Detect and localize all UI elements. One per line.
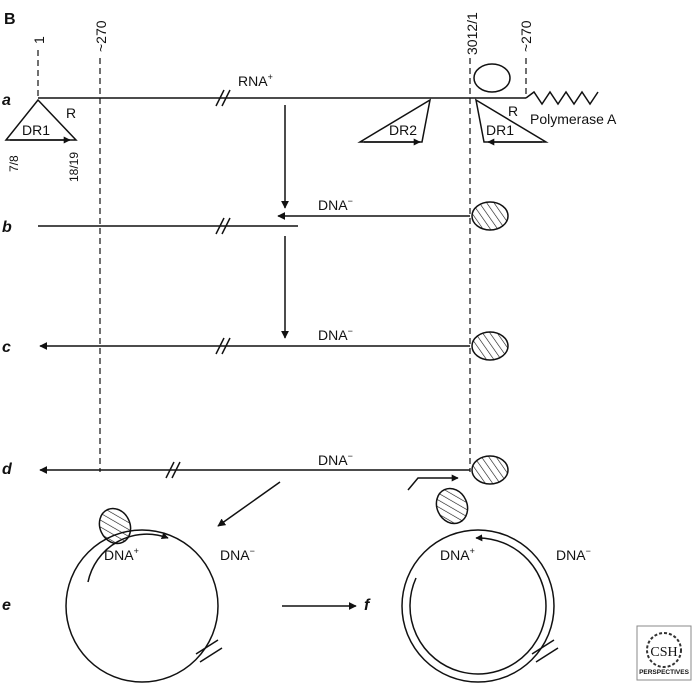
break-mark (535, 647, 559, 663)
position-label-270-right: ~270 (518, 20, 534, 52)
circle-e (65, 529, 223, 683)
r-right-label: R (508, 103, 518, 119)
break-mark (221, 217, 231, 235)
dna-plus-label-f: DNA+ (440, 546, 475, 563)
dr1-right-label: DR1 (486, 122, 514, 138)
logo-csh: CSH (650, 645, 677, 660)
row-label-a: a (2, 92, 11, 109)
dashed-guides (37, 50, 527, 472)
break-mark (171, 461, 181, 479)
break-mark (221, 89, 231, 107)
dna-minus-label-f: DNA− (556, 546, 591, 563)
position-label-3012: 3012/1 (464, 12, 480, 55)
row-label-c: c (2, 339, 11, 356)
logo-ring (646, 632, 682, 668)
break-mark (531, 639, 555, 655)
break-mark (195, 639, 219, 655)
break-mark (165, 461, 175, 479)
dr1-left-label: DR1 (22, 122, 50, 138)
polymerase-primer-oval-b (471, 201, 509, 231)
polymerase-primer-oval-a (473, 63, 511, 93)
polymerase-oval-f (435, 487, 469, 525)
row-a-rna (4, 89, 599, 146)
position-label-1: 1 (31, 36, 47, 44)
dna-plus-circle-f (409, 534, 547, 675)
dr2-label: DR2 (389, 122, 417, 138)
poly-a-tail (525, 90, 599, 106)
dna-minus-label-e: DNA− (220, 546, 255, 563)
dna-minus-label-c: DNA− (318, 326, 353, 343)
logo-frame (636, 625, 692, 681)
rna-plus-label: RNA+ (238, 72, 273, 89)
csh-perspectives-logo: CSH PERSPECTIVES (636, 625, 692, 681)
row-d (39, 461, 470, 527)
polymerase-oval-e (98, 507, 132, 545)
dna-minus-circle-e (65, 529, 219, 683)
break-mark (215, 89, 225, 107)
row-label-e: e (2, 597, 11, 614)
panel-label: B (4, 11, 16, 28)
r-left-label: R (66, 105, 76, 121)
dna-minus-circle-f (401, 529, 555, 683)
break-mark (199, 647, 223, 663)
row-label-b: b (2, 219, 12, 236)
break-mark (215, 217, 225, 235)
break-mark (221, 337, 231, 355)
polymerase-label: Polymerase A (530, 111, 617, 127)
row-c (39, 337, 470, 355)
logo-perspectives: PERSPECTIVES (639, 669, 690, 676)
polymerase-primer-oval-c (471, 331, 509, 361)
circle-f (401, 529, 559, 683)
row-label-f: f (364, 597, 371, 614)
polymerase-primer-oval-d (471, 455, 509, 485)
dna-minus-label-d: DNA− (318, 451, 353, 468)
dna-minus-label-b: DNA− (318, 196, 353, 213)
position-label-270-left: ~270 (93, 20, 109, 52)
dna-plus-label-e: DNA+ (104, 546, 139, 563)
position-label-7-8: 7/8 (7, 155, 21, 172)
row-label-d: d (2, 461, 13, 478)
cyclization-arrow (217, 481, 281, 527)
break-mark (215, 337, 225, 355)
primer-translocation-arrow (407, 474, 459, 491)
row-b (38, 212, 470, 235)
position-label-18-19: 18/19 (67, 152, 81, 182)
